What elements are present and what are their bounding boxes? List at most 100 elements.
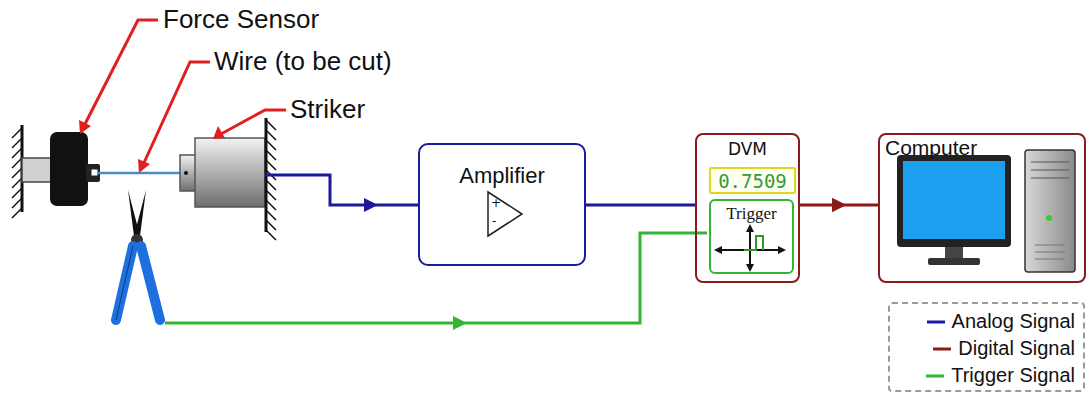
amplifier-box: Amplifier [418,143,586,266]
trigger-symbol [778,246,786,254]
computer-icon [1031,178,1069,179]
right-wall [266,130,276,140]
op-amp-pin: - [492,214,496,228]
left-wall [12,125,22,218]
computer-icon [903,161,1005,239]
striker [184,171,188,175]
left-wall [12,148,22,158]
computer-icon [1025,150,1075,272]
cutting-pliers [116,246,133,320]
computer-icon [945,247,963,258]
trigger-wire [165,233,707,323]
node-text: DVM [701,139,794,159]
computer-icon [1035,252,1065,253]
legend-line-sample [927,320,945,323]
analog-wire [265,175,418,205]
trigger-symbol [746,224,754,232]
op-amp-pin: + [491,196,501,210]
right-wall [266,120,276,130]
left-wall [12,208,22,218]
trigger-box: Trigger [709,199,794,274]
trigger-symbol [714,224,786,272]
left-wall [12,168,22,178]
right-wall [266,160,276,170]
right-wall [266,200,276,210]
callout-arrows [138,159,150,173]
wire [98,172,184,175]
computer-box: Computer [878,133,1086,283]
force-sensor [50,132,88,206]
right-wall [266,210,276,220]
cutting-pliers [134,190,146,236]
node-text: Trigger [713,204,790,224]
left-wall [12,138,22,148]
legend-entry: Trigger Signal [898,362,1075,389]
cutting-pliers [116,246,133,320]
trigger-wire [165,233,707,330]
left-wall [12,128,22,138]
op-amp-symbol [488,192,522,236]
computer-icon [897,155,1011,247]
cutting-pliers [141,246,160,320]
analog-wire [265,175,418,212]
right-wall [266,190,276,200]
left-wall [12,188,22,198]
computer-icon [1031,162,1069,163]
left-wall [12,178,22,188]
callout-arrows [79,20,286,173]
computer-icon [1031,170,1069,171]
force-sensor [91,169,98,176]
callout-arrows [79,120,91,134]
force-sensor [22,158,54,182]
legend-line-sample [933,347,951,350]
digital-connector [800,204,878,207]
op-amp-symbol [488,192,522,236]
analog-wire [364,198,378,212]
analog-connector [586,204,695,207]
computer-icon [1035,259,1065,260]
striker [195,138,265,207]
right-wall [266,120,276,240]
callout-arrows [213,126,225,139]
computer-icon [928,258,980,265]
trigger-symbol [714,246,722,254]
right-wall [266,220,276,230]
part-label: Force Sensor [163,4,319,35]
computer-icon [1046,215,1052,221]
part-label: Striker [290,94,365,125]
dvm-box: DVM 0.7509Trigger [695,133,800,283]
legend-line-sample [926,317,946,327]
force-sensor [22,132,100,206]
node-text: Computer [885,136,1080,160]
node-text: 0.7509 [713,170,792,192]
computer-icon [1035,245,1065,246]
legend-entry: Analog Signal [898,308,1075,335]
cutting-pliers [116,190,160,320]
callout-arrows [221,110,286,134]
force-sensor [86,164,100,182]
legend-box: Analog SignalDigital SignalTrigger Signa… [888,302,1085,392]
right-wall [266,230,276,240]
right-wall [266,140,276,150]
legend-text: Trigger Signal [951,364,1075,387]
trigger-wire [453,316,467,330]
callout-arrows [84,20,158,126]
legend-text: Analog Signal [952,310,1075,333]
node-text: Amplifier [426,163,578,189]
right-wall [266,180,276,190]
computer-icon [897,150,1075,272]
legend-line-sample [926,374,944,377]
legend-line-sample [925,371,945,381]
left-wall [12,158,22,168]
trigger-symbol [749,228,751,268]
legend-entry: Digital Signal [898,335,1075,362]
legend-text: Digital Signal [958,337,1075,360]
right-wall [266,150,276,160]
striker [180,138,265,207]
part-label: Wire (to be cut) [214,46,392,77]
dvm-display: 0.7509 [709,167,796,194]
callout-arrows [143,62,210,165]
left-wall [12,198,22,208]
trigger-symbol [744,236,763,250]
